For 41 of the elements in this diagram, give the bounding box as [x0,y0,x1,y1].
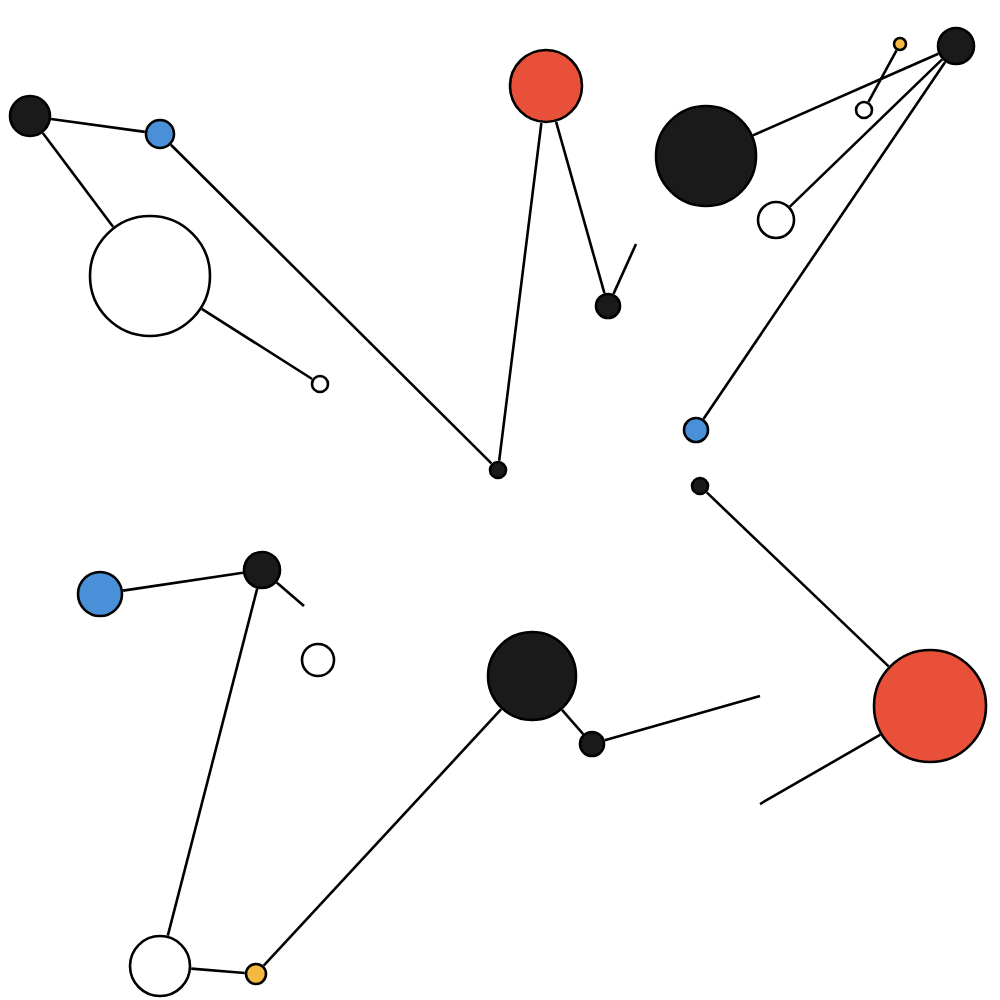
circle [854,100,874,120]
circle [486,630,578,722]
line [604,694,761,742]
line [752,52,939,137]
line [789,58,944,208]
circle [8,94,52,138]
line [702,61,947,420]
line [169,143,493,465]
line [262,708,503,967]
circle [756,200,796,240]
line [554,121,606,294]
line [166,588,259,937]
circle [690,476,710,496]
circle [594,292,622,320]
line [612,243,638,295]
line [275,581,305,607]
circle [488,460,508,480]
line [867,49,898,103]
line [122,571,244,592]
circle [872,648,988,764]
line [50,117,146,134]
line [497,122,543,461]
circle [936,26,976,66]
line [759,733,882,806]
circle [242,550,282,590]
line [191,967,245,975]
circle [578,730,606,758]
circle [76,570,124,618]
line [201,307,313,381]
circle [144,118,176,150]
line [41,132,115,228]
circle [128,934,192,998]
line [561,709,585,735]
circle [682,416,710,444]
circle [310,374,330,394]
line [705,491,890,668]
circle [654,104,758,208]
circle [300,642,336,678]
circle [88,214,212,338]
circle [508,48,584,124]
circle [244,962,268,986]
